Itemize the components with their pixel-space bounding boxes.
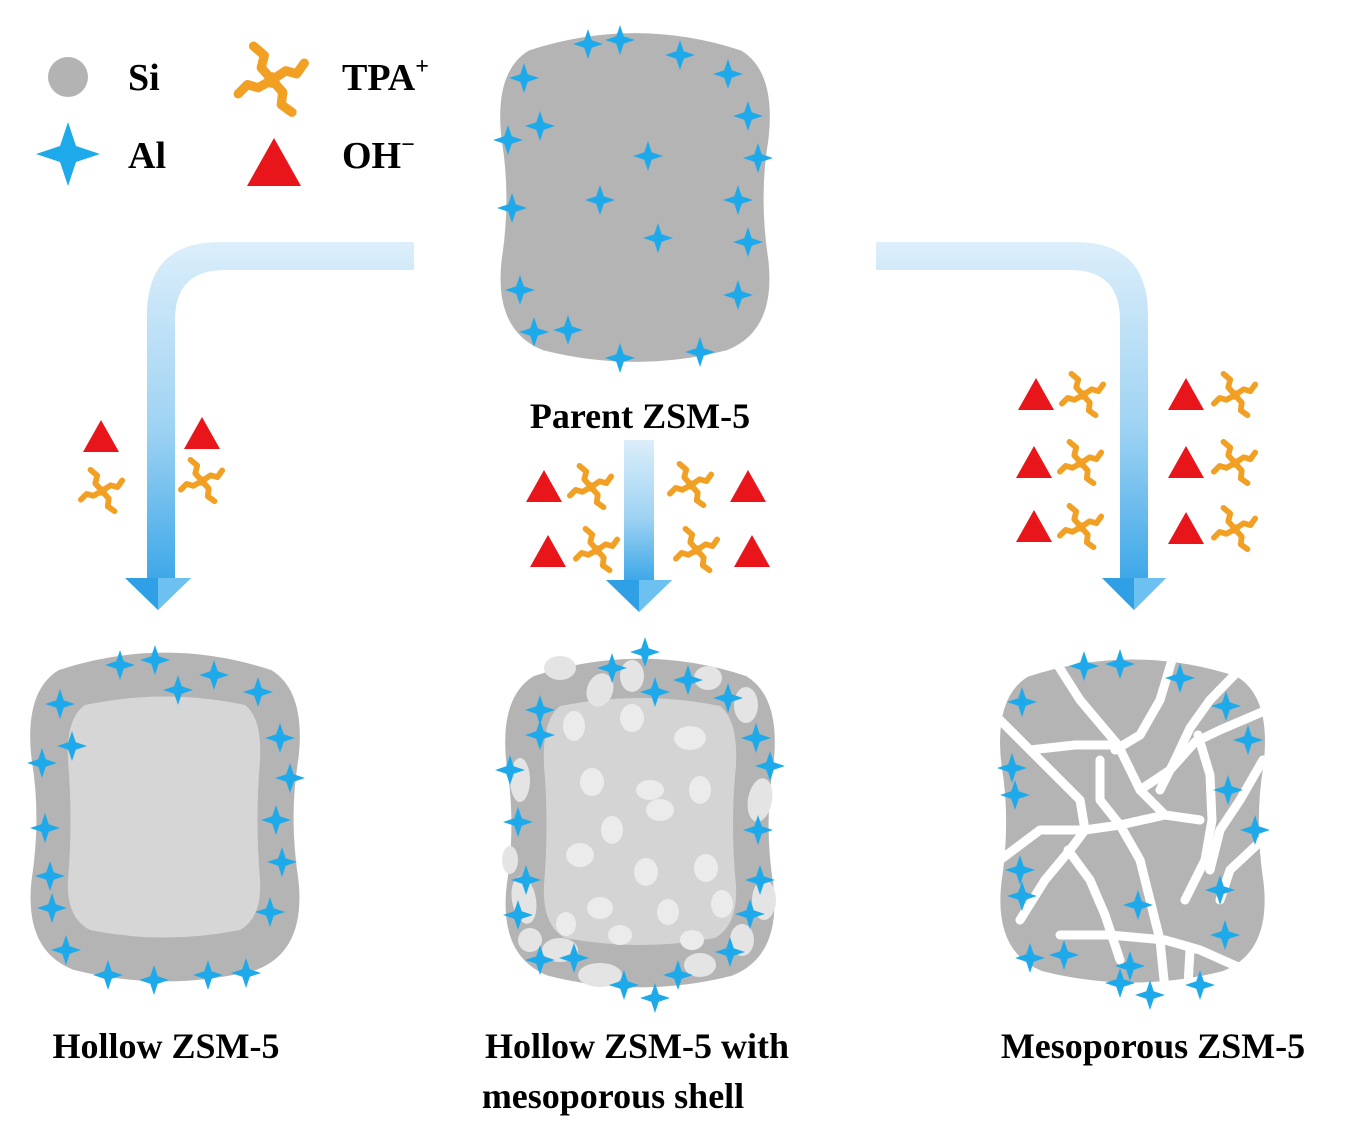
hollow-zsm5-label: Hollow ZSM-5 [52,1026,279,1066]
mesopore [680,930,704,950]
al-icon [640,983,670,1013]
mesopore [620,660,644,692]
mesopore [601,816,623,844]
oh-icon [730,470,766,502]
parent-zsm5-crystal [493,25,773,373]
hollow-core [67,696,261,938]
mesopore [711,890,733,918]
mesopore [608,925,632,945]
mesopore [646,799,674,821]
mesopore [518,928,542,952]
mesopore [586,673,614,707]
si-legend-icon [48,57,88,97]
mesopore [620,704,644,732]
middle-arrow [606,440,672,612]
tpa-legend-icon [238,46,304,112]
mesopore [752,880,776,920]
oh-icon [184,417,220,449]
mesopore [689,776,711,804]
hollow-core [543,698,737,945]
oh-icon [1016,446,1052,478]
mesopore-channels [995,651,1268,995]
legend: Si Al TPA+ OH− [36,46,429,186]
tpa-icon [1214,508,1255,549]
right-bent-arrow [876,242,1166,610]
mesopore [556,912,576,936]
mesopore [694,854,718,882]
tpa-icon [81,470,122,511]
mesopore [544,656,576,680]
mesopore [587,897,613,919]
mesopore [734,687,758,723]
hollow-zsm5-crystal [27,645,305,995]
oh-icon [1016,510,1052,542]
mesoporous-zsm5-label: Mesoporous ZSM-5 [1001,1026,1305,1066]
tpa-icon [676,529,717,570]
al-legend-label: Al [128,135,166,177]
tpa-icon [181,460,222,501]
oh-icon [83,420,119,452]
oh-icon [1168,378,1204,410]
mesopore [578,963,622,987]
oh-icon [1168,446,1204,478]
hollow-meso-label-line2: mesoporous shell [482,1076,744,1116]
tpa-icon [1062,374,1103,415]
tpa-icon [576,529,617,570]
tpa-icon [1060,442,1101,483]
si-legend-label: Si [128,57,160,99]
mesopore [580,768,604,796]
hollow-meso-shell-crystal [495,637,785,1013]
left-bent-arrow [125,242,414,610]
mesopore [636,780,664,800]
mesopore [657,899,679,925]
mesopore [566,843,594,867]
mesoporous-zsm5-crystal [995,649,1270,1010]
mesopore [747,778,773,822]
mesopore [634,858,658,886]
tpa-icon [670,464,711,505]
mesopore [502,846,518,874]
oh-icon [1168,512,1204,544]
oh-legend-icon [247,138,301,186]
mesopore [674,726,706,750]
al-legend-icon [36,122,100,186]
oh-icon [734,535,770,567]
mesopore [694,666,722,690]
tpa-icon [1060,506,1101,547]
mesopore [730,924,754,956]
mesopore [563,711,585,741]
tpa-legend-label: TPA+ [342,54,429,99]
oh-icon [526,470,562,502]
tpa-icon [1214,442,1255,483]
mesopore [684,953,716,977]
oh-icon [530,535,566,567]
hollow-meso-label-line1: Hollow ZSM-5 with [485,1026,789,1066]
tpa-icon [570,466,611,507]
tpa-icon [1214,374,1255,415]
parent-zsm5-label: Parent ZSM-5 [530,396,750,436]
oh-icon [1018,378,1054,410]
oh-legend-label: OH− [342,132,415,177]
